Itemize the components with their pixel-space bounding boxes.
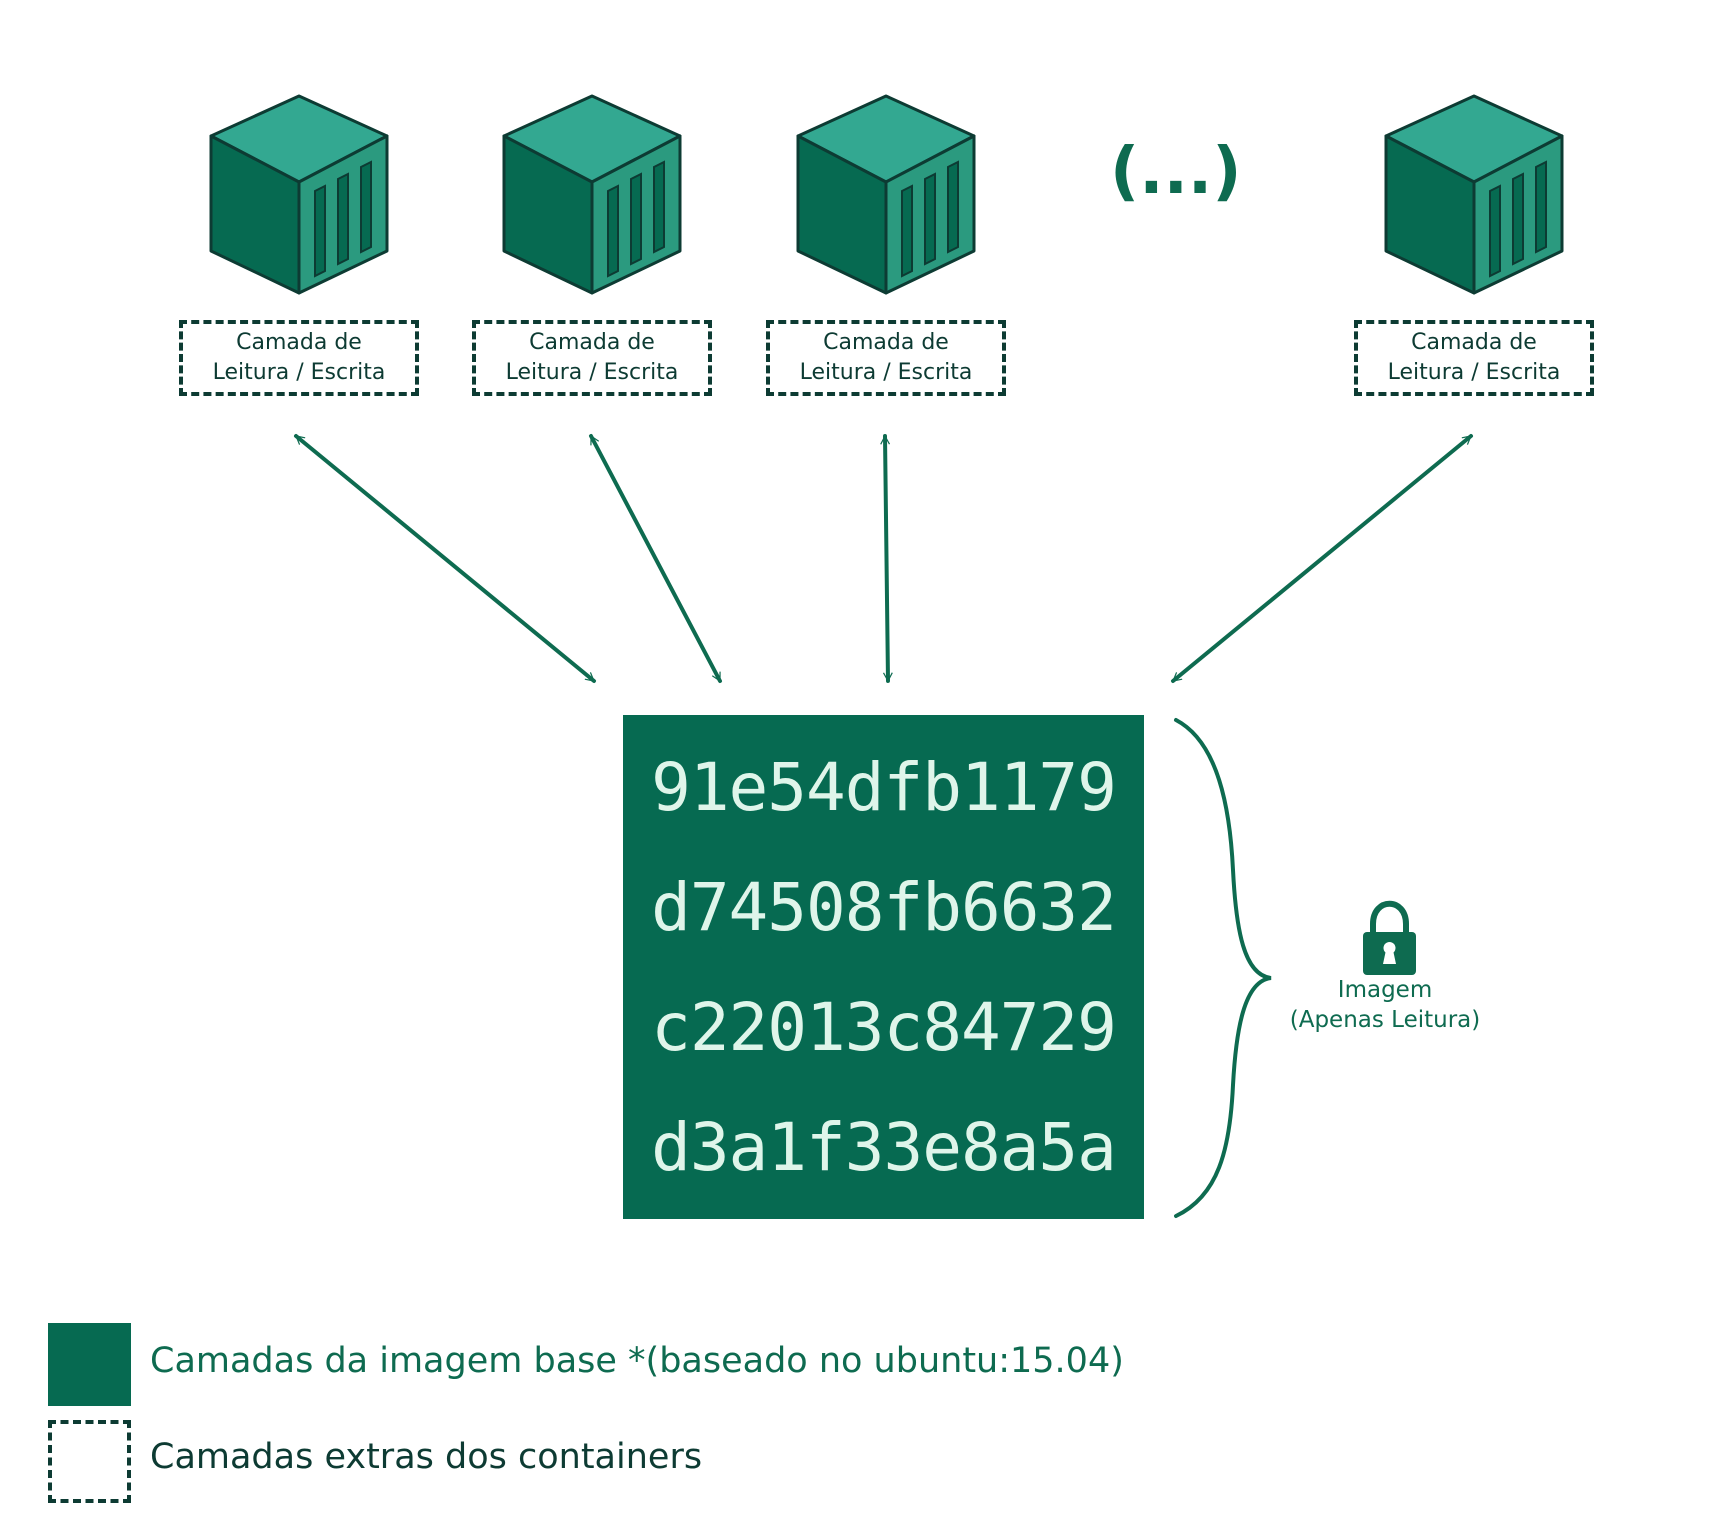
ellipsis: (...) — [1110, 135, 1242, 209]
rw-layer-label-line2: Leitura / Escrita — [1387, 360, 1561, 385]
lock-icon — [1363, 900, 1416, 975]
container-icon — [1384, 94, 1564, 295]
container-icon — [796, 94, 976, 295]
arrow-3 — [880, 434, 893, 683]
legend-swatch-dashed — [48, 1420, 131, 1503]
rw-layer-label-line1: Camada de — [236, 330, 362, 355]
image-layer-hash: d74508fb6632 — [651, 868, 1117, 946]
arrow-2 — [589, 434, 722, 683]
rw-layer-label-line1: Camada de — [823, 330, 949, 355]
rw-layer-label-line1: Camada de — [1411, 330, 1537, 355]
legend-swatch-solid — [48, 1323, 131, 1406]
container-icon — [209, 94, 389, 295]
rw-layer-label: Camada de Leitura / Escrita — [472, 320, 712, 396]
image-layer-hash: c22013c84729 — [651, 988, 1117, 1066]
rw-layer-label-line2: Leitura / Escrita — [505, 360, 679, 385]
image-layer-hash: 91e54dfb1179 — [651, 748, 1117, 826]
container-icon — [502, 94, 682, 295]
rw-layer-label-line1: Camada de — [529, 330, 655, 355]
arrow-4 — [1171, 434, 1473, 683]
image-readonly-label: Imagem (Apenas Leitura) — [1265, 975, 1505, 1035]
image-label-line2: (Apenas Leitura) — [1289, 1007, 1481, 1033]
arrow-1 — [294, 434, 596, 683]
rw-layer-label: Camada de Leitura / Escrita — [179, 320, 419, 396]
brace — [1174, 718, 1272, 1218]
rw-layer-label-line2: Leitura / Escrita — [799, 360, 973, 385]
legend-container-layers-text: Camadas extras dos containers — [150, 1437, 703, 1477]
image-label-line1: Imagem — [1337, 977, 1433, 1003]
image-layers-box: 91e54dfb1179 d74508fb6632 c22013c84729 d… — [623, 715, 1144, 1219]
rw-layer-label: Camada de Leitura / Escrita — [1354, 320, 1594, 396]
legend-base-layers-text: Camadas da imagem base *(baseado no ubun… — [150, 1341, 1124, 1381]
rw-layer-label-line2: Leitura / Escrita — [212, 360, 386, 385]
image-layer-hash: d3a1f33e8a5a — [651, 1108, 1117, 1186]
rw-layer-label: Camada de Leitura / Escrita — [766, 320, 1006, 396]
